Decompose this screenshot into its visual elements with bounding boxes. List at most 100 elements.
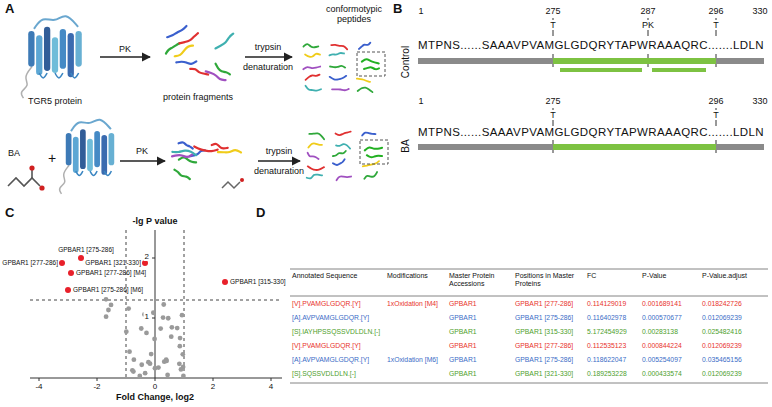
axis-tick <box>39 378 40 381</box>
significant-point <box>78 255 84 261</box>
data-point <box>169 325 174 330</box>
peptide-fragment <box>362 133 375 136</box>
panel-letter: C <box>5 206 14 221</box>
peptide-fragment <box>303 67 320 70</box>
data-point <box>104 297 109 302</box>
data-point <box>149 352 154 357</box>
table-cell: [A].AVPVAMGLGDQR.[Y] <box>292 356 369 364</box>
table-header: P-Value.adjust <box>702 272 766 280</box>
point-label: GPBAR1 [275-286] <box>58 246 114 253</box>
peptide-fragment <box>216 64 230 75</box>
figure-label: 1 <box>418 6 423 16</box>
peptide-fragment <box>329 53 344 55</box>
peptide-fragment <box>357 79 370 82</box>
table-cell: GPBAR1 <box>449 314 477 322</box>
bound-ligand <box>222 178 244 188</box>
protein-helix <box>75 31 81 67</box>
peptide-fragment <box>303 44 318 47</box>
table-cell: GPBAR1 [277-286] <box>515 300 573 308</box>
table-header: Master Protein Accessions <box>449 272 511 288</box>
table-cell: 0.018242726 <box>702 300 742 308</box>
peptide-bar <box>560 68 642 72</box>
protein-helix <box>80 129 86 169</box>
point-label: GPBAR1 [315-330] <box>230 278 286 285</box>
peptide-fragment <box>305 54 320 57</box>
protein-helix <box>101 135 107 175</box>
point-label: GPBAR1 [321-330] <box>85 259 141 266</box>
protein-helix <box>36 35 42 75</box>
figure-label: PK <box>641 20 655 30</box>
threshold-line <box>30 300 280 301</box>
table-cell: GPBAR1 [321-330] <box>515 370 573 378</box>
axis-label: Fold Change, log2 <box>116 392 194 402</box>
axis-label: 2 <box>211 382 215 391</box>
axis-label: 0 <box>153 382 157 391</box>
table-cell: 0.00283138 <box>642 328 678 336</box>
data-point <box>131 357 136 362</box>
data-point <box>158 326 163 331</box>
data-point <box>124 329 129 334</box>
figure-label: 296 <box>708 6 723 16</box>
volcano-plot <box>30 230 282 381</box>
table-header: Annotated Sequence <box>292 272 383 280</box>
peptide-fragment <box>359 43 370 49</box>
peptide-fragment <box>212 144 228 149</box>
table-cell: GPBAR1 <box>449 342 477 350</box>
table-cell: 0.118622047 <box>587 356 626 364</box>
peptide-fragment <box>179 142 193 148</box>
figure-label: PK <box>136 146 148 156</box>
peptide-fragment <box>307 174 322 178</box>
peptide-fragment <box>175 46 193 57</box>
data-point <box>106 308 111 313</box>
table-cell: 0.112535123 <box>587 342 626 350</box>
table-cell: 0.000433574 <box>642 370 682 378</box>
figure-label: T <box>712 20 720 30</box>
data-point <box>161 315 166 320</box>
figure-label: 1 <box>418 96 423 106</box>
data-point <box>127 349 132 354</box>
table-cell: [S].IAYHPSSQSSVDLDLN.[-] <box>292 328 380 336</box>
data-point <box>180 313 185 318</box>
peptide-fragment <box>330 66 345 68</box>
table-cell: [V].PVAMGLGDQR.[Y] <box>292 342 361 350</box>
protein-tail <box>21 67 32 99</box>
dashed-box <box>360 140 388 164</box>
x-axis <box>30 378 282 379</box>
data-point <box>152 337 157 342</box>
protein-helix <box>60 29 66 69</box>
data-point <box>109 302 114 307</box>
peptide-fragment <box>336 132 351 136</box>
table-cell: GPBAR1 [277-286] <box>515 342 573 350</box>
data-point <box>164 359 169 364</box>
dashed-box <box>357 52 385 76</box>
panel-letter: D <box>256 206 265 221</box>
point-label: GPBAR1 [277-286] <box>2 259 58 266</box>
figure-stroke <box>29 165 34 170</box>
butyric-acid-molecule <box>8 165 45 190</box>
data-point <box>181 373 186 378</box>
table-header: Positions in Master Proteins <box>515 272 583 288</box>
data-point <box>179 367 184 372</box>
table-cell: 0.114129019 <box>587 300 626 308</box>
table-cell: GPBAR1 [275-286] <box>515 314 573 322</box>
table-rule <box>290 269 768 270</box>
figure-label: 296 <box>708 96 723 106</box>
significant-point <box>59 260 65 266</box>
significant-point <box>65 287 71 293</box>
peptide-fragment <box>364 172 377 179</box>
sequence-text: MTPNS......SAAAVPVAMGLGDQRYTAPWRAAAQRC..… <box>418 126 764 139</box>
data-point <box>139 362 144 367</box>
table-cell: 0.035465156 <box>702 356 742 364</box>
sequence-bar <box>418 144 764 150</box>
peptide-fragment <box>176 61 196 64</box>
table-cell: 0.025482416 <box>702 328 742 336</box>
table-cell: 0.012069239 <box>702 314 742 322</box>
peptide-fragment <box>358 88 373 93</box>
data-point <box>153 366 158 371</box>
table-cell: 0.005254097 <box>642 356 682 364</box>
protein-helix <box>87 139 93 171</box>
protein-helix <box>44 27 50 71</box>
data-point <box>178 336 183 341</box>
table-cell: 0.000844224 <box>642 342 682 350</box>
